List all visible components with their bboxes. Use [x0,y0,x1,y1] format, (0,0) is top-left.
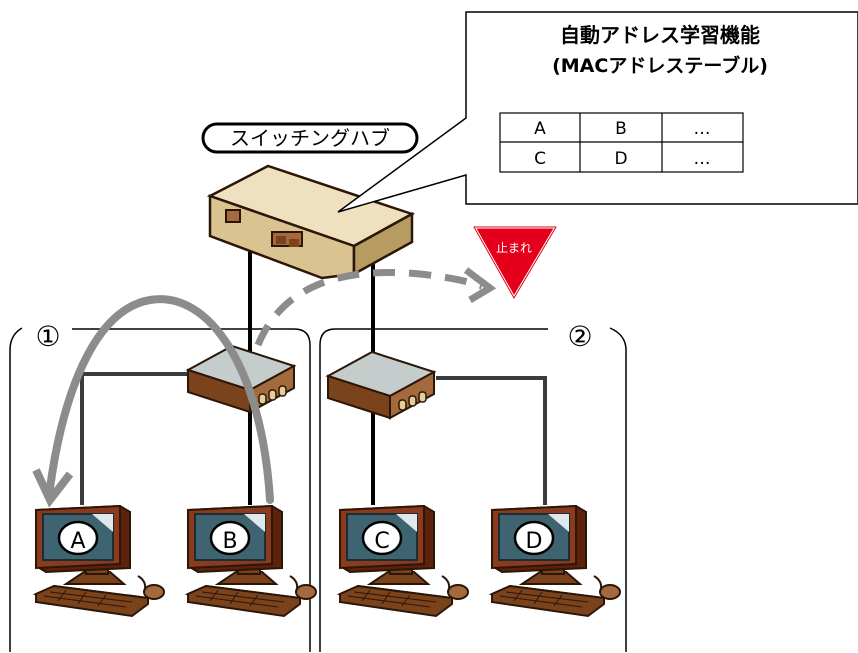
segment-2-frame [319,327,627,652]
curved-arrow-b-to-a [32,295,274,508]
mac-address-table: A B … C D … [499,112,744,173]
computer-d: D [490,504,622,618]
svg-text:スイッチングハブ: スイッチングハブ [230,126,390,150]
computer-b: B [186,504,318,618]
table-cell: … [694,149,711,169]
table-cell: B [615,119,627,139]
segment-1-label: ① [35,320,60,353]
table-cell: A [534,119,546,139]
computer-c-label: C [374,529,389,554]
table-cell: … [694,119,711,139]
computer-b-label: B [222,529,237,554]
switching-hub-label: スイッチングハブ [201,122,419,154]
segment-2-label: ② [567,320,592,353]
table-cell: D [614,149,627,169]
computer-a-label: A [70,529,85,554]
segment-1-frame [9,327,311,652]
computer-c: C [338,504,470,618]
dashed-blocked-arrow [254,267,497,347]
hub-segment-2 [327,351,435,419]
stop-sign-text: 止まれ [496,241,532,255]
computer-a: A [34,504,166,618]
callout-subtitle: (MACアドレステーブル) [552,54,768,77]
table-cell: C [534,149,546,169]
stop-sign: 止まれ [472,225,558,300]
callout-title: 自動アドレス学習機能 [560,23,760,47]
computer-d-label: D [526,529,543,554]
